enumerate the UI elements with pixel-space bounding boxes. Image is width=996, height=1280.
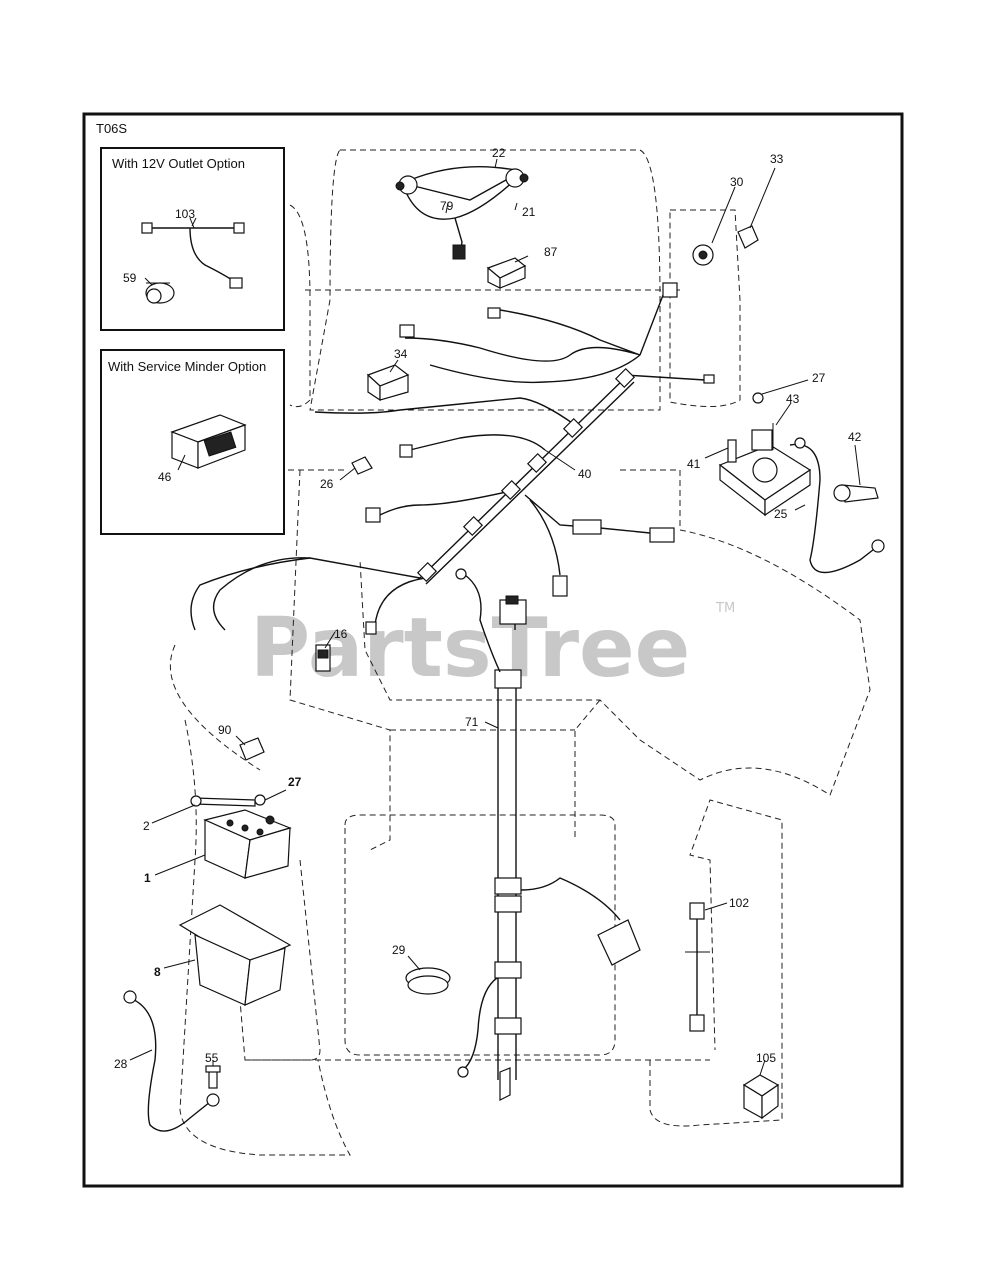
callout-33: 33 [770,152,784,166]
bolt-55 [205,1065,221,1089]
switch-34 [366,364,410,402]
fuse-26 [351,456,373,475]
callout-26: 26 [320,477,334,491]
hold-down-2 [190,794,266,807]
callout-90: 90 [218,723,232,737]
harness-71 [455,568,641,1101]
callout-21: 21 [522,205,536,219]
callout-59: 59 [123,271,137,285]
diagram-code: T06S [96,121,127,136]
callout-79: 79 [440,199,454,213]
callout-29: 29 [392,943,406,957]
callout-30: 30 [730,175,744,189]
callout-40: 40 [578,467,592,481]
callout-27-top: 27 [812,371,826,385]
tractor-outline [169,149,871,1156]
cable-28 [123,990,220,1132]
relay-90 [239,737,265,761]
switch-87 [486,257,527,289]
solenoid-43 [718,392,812,517]
main-harness-40 [190,282,715,635]
callout-8: 8 [154,965,161,979]
battery-tray-8 [178,904,292,1006]
sensor-105 [742,1074,780,1120]
callout-42: 42 [848,430,862,444]
ignition-30 [692,244,714,266]
diagram-frame [82,112,904,1188]
inset-12v-outlet: With 12V Outlet Option [100,147,285,331]
bolt-42 [833,484,879,503]
service-minder-46 [170,414,247,469]
outlet-59 [145,282,175,304]
callout-28: 28 [114,1057,128,1071]
callout-46: 46 [158,470,172,484]
callout-102: 102 [729,896,749,910]
callout-16: 16 [334,627,348,641]
callout-87: 87 [544,245,558,259]
inset-12v-title: With 12V Outlet Option [112,156,245,171]
watermark-tm: TM [715,601,735,616]
switch-16 [315,644,331,672]
callout-1: 1 [144,871,151,885]
leader-lines [129,158,861,1076]
callout-25: 25 [774,507,788,521]
callout-27-battery: 27 [288,775,302,789]
inset-service-minder: With Service Minder Option [100,349,285,535]
callout-71: 71 [465,715,479,729]
part-29 [405,967,451,995]
callout-34: 34 [394,347,408,361]
callout-2: 2 [143,819,150,833]
callout-55: 55 [205,1051,219,1065]
callout-105: 105 [756,1051,776,1065]
battery-1 [203,809,292,879]
callout-103: 103 [175,207,195,221]
harness-102 [685,902,710,1032]
callout-43: 43 [786,392,800,406]
cable-25 [789,437,885,574]
key-33 [737,225,759,249]
inset-service-title: With Service Minder Option [108,359,266,374]
callout-41: 41 [687,457,701,471]
headlight-assembly [395,165,529,260]
callout-22: 22 [492,146,506,160]
